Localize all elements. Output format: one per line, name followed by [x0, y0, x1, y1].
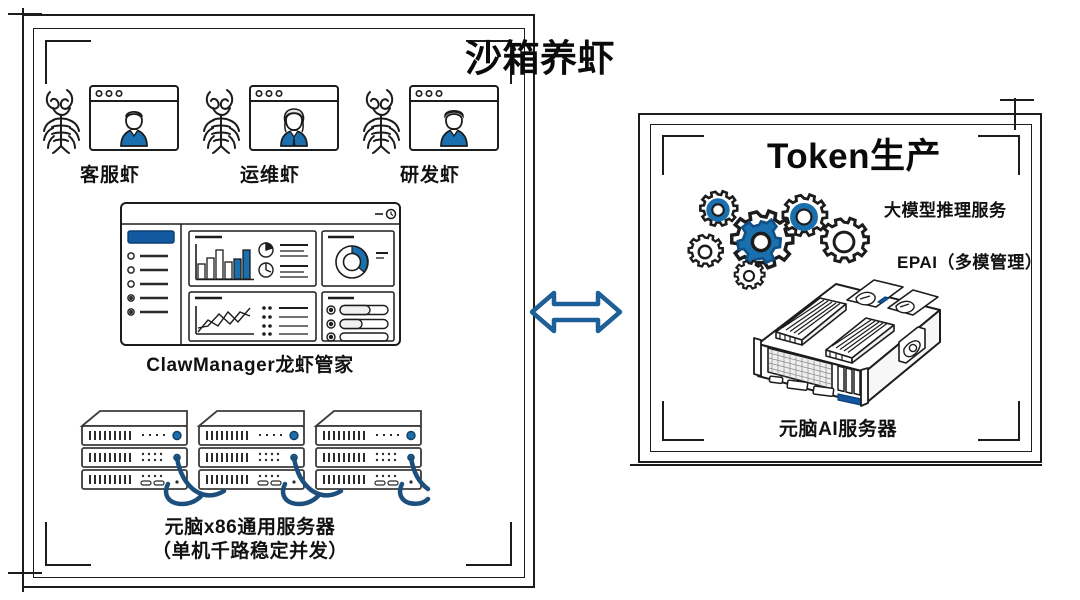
agent-graphic	[40, 84, 180, 154]
gear-blue-ring	[781, 193, 829, 237]
ai-server-caption: 元脑AI服务器	[778, 419, 898, 440]
right-panel-frame-middle	[650, 124, 1032, 452]
frame-tick-left-bottom-vert	[22, 560, 24, 592]
frame-tick-right-top	[1014, 98, 1016, 130]
gear-white-small-left	[687, 233, 724, 268]
lobster-icon	[203, 89, 240, 154]
lobster-icon	[363, 89, 400, 154]
blue-network-cables	[163, 455, 431, 507]
agent-graphic	[200, 84, 340, 154]
frame-tick-left-top	[8, 13, 42, 15]
ai-server	[728, 272, 948, 414]
avatar-dev-icon	[440, 109, 468, 147]
agent-label: 运维虾	[239, 165, 300, 186]
inference-service-label: 大模型推理服务	[884, 201, 1007, 220]
gears-icon	[687, 189, 870, 290]
dashboard-window[interactable]	[118, 200, 403, 348]
server-caption-line2: （单机千路稳定并发）	[151, 540, 348, 562]
right-frame-bracket-bottom-left	[662, 401, 704, 441]
frame-tick-left-vert	[22, 8, 24, 38]
epai-label: EPAI（多模管理）	[897, 253, 1043, 272]
agent-graphic	[360, 84, 500, 154]
double-arrow-icon	[529, 290, 623, 334]
sidebar-active-item	[127, 230, 175, 244]
agent-label: 客服虾	[79, 165, 140, 186]
agent-item-dev[interactable]: 研发虾	[360, 84, 500, 192]
gear-white-large-right	[820, 216, 870, 264]
left-frame-bracket-bottom-left	[45, 522, 91, 566]
gear-blue-small	[699, 189, 739, 227]
server-caption: 元脑x86通用服务器 （单机千路稳定并发）	[40, 516, 460, 564]
left-frame-bracket-top-right	[466, 40, 512, 84]
right-frame-bracket-top-right	[978, 135, 1020, 175]
right-frame-bracket-top-left	[662, 135, 704, 175]
gear-white-small-bottom	[733, 259, 766, 290]
settings-icon	[385, 208, 397, 220]
right-panel-title: Token生产	[767, 137, 941, 176]
frame-tick-right-top-horiz	[1000, 99, 1034, 101]
browser-window-icon	[89, 85, 179, 151]
agent-item-support[interactable]: 客服虾	[40, 84, 180, 192]
left-frame-bracket-top-left	[45, 40, 91, 84]
dashboard-caption: ClawManager龙虾管家	[146, 355, 354, 376]
left-panel-frame-outer	[22, 14, 535, 588]
frame-tick-left-bottom	[8, 572, 42, 574]
server-caption-line1: 元脑x86通用服务器	[164, 517, 336, 538]
lobster-icon	[43, 89, 80, 154]
left-panel-title: 沙箱养虾	[465, 38, 615, 79]
right-panel-frame-outer	[638, 113, 1042, 463]
left-frame-bracket-bottom-right	[466, 522, 512, 566]
connector-arrow	[528, 286, 624, 338]
browser-window-icon	[249, 85, 339, 151]
rack-server-icon	[79, 410, 431, 507]
line-chart-widget	[188, 291, 317, 342]
frame-tick-right-bottom	[630, 464, 1042, 466]
agent-item-ops[interactable]: 运维虾	[200, 84, 340, 192]
gears-group	[686, 182, 876, 292]
gear-blue-large	[730, 209, 795, 270]
avatar-ops-icon	[280, 108, 308, 147]
right-frame-bracket-bottom-right	[978, 401, 1020, 441]
avatar-support-icon	[120, 110, 148, 147]
agent-list: 客服虾	[40, 84, 500, 192]
server-group	[78, 396, 431, 514]
left-panel-frame-middle	[33, 28, 525, 578]
agent-label: 研发虾	[399, 165, 460, 186]
browser-window-icon	[409, 85, 499, 151]
ai-server-icon	[753, 279, 941, 407]
dashboard-window-icon	[120, 202, 401, 346]
